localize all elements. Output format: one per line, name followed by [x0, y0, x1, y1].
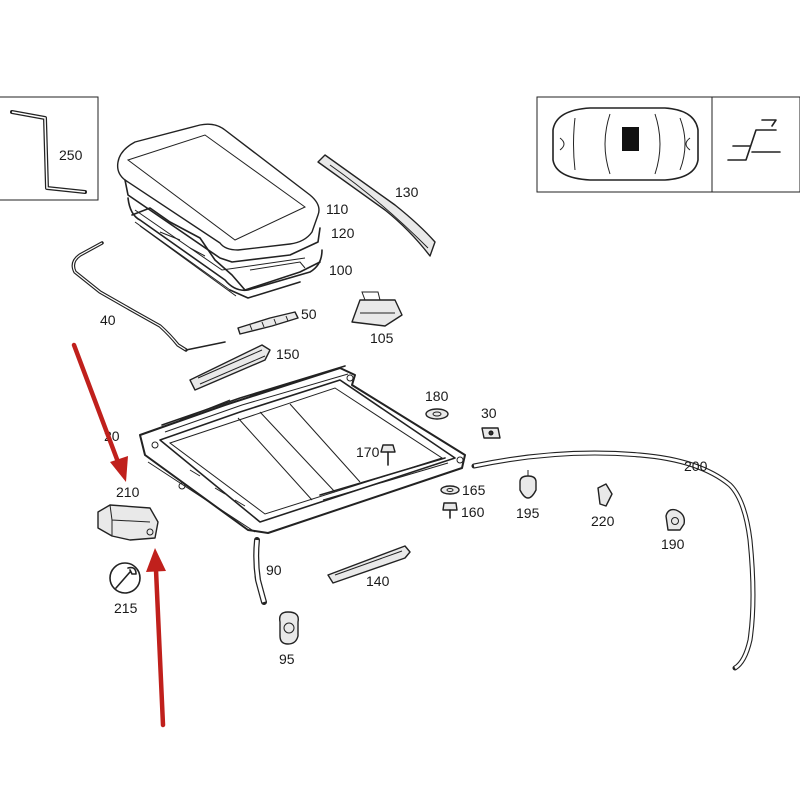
label-180: 180: [425, 388, 449, 404]
label-195: 195: [516, 505, 540, 521]
part-180-washer: 180: [425, 388, 449, 420]
part-170-bolt: 170: [356, 444, 396, 466]
car-top-view-icon: [552, 107, 699, 181]
part-30-nut: 30: [481, 405, 501, 439]
label-140: 140: [366, 573, 390, 589]
part-210-motor: 210: [97, 484, 159, 541]
part-90-hose: 90: [253, 537, 282, 605]
part-250-box: 250: [0, 96, 99, 201]
label-220: 220: [591, 513, 615, 529]
label-95: 95: [279, 651, 295, 667]
label-100: 100: [329, 262, 353, 278]
label-170: 170: [356, 444, 380, 460]
label-215: 215: [114, 600, 138, 616]
label-165: 165: [462, 482, 486, 498]
label-200: 200: [684, 458, 708, 474]
part-140-rail: 140: [327, 545, 411, 589]
label-30: 30: [481, 405, 497, 421]
part-165-washer: 165: [440, 482, 486, 498]
part-215-wrench-icon: 215: [109, 562, 141, 616]
part-95-clip: 95: [278, 611, 299, 667]
part-195-clip: 195: [516, 470, 540, 521]
part-150-rail: 150: [189, 344, 300, 391]
label-250: 250: [59, 147, 83, 163]
label-190: 190: [661, 536, 685, 552]
label-160: 160: [461, 504, 485, 520]
label-50: 50: [301, 306, 317, 322]
part-50-cable: 50: [237, 306, 317, 335]
sunroof-highlight: [622, 127, 639, 151]
part-220-clip: 220: [591, 483, 615, 529]
highlight-arrow-top: [71, 342, 128, 482]
label-120: 120: [331, 225, 355, 241]
label-150: 150: [276, 346, 300, 362]
vehicle-inset: [536, 96, 800, 193]
label-110: 110: [326, 201, 349, 217]
ramp-step-icon: [727, 119, 781, 161]
part-40-seal: 40: [71, 241, 226, 352]
part-105-switch: 105: [351, 291, 403, 346]
sunroof-frame: [139, 365, 466, 534]
label-210: 210: [116, 484, 140, 500]
part-160-bolt: 160: [442, 502, 485, 520]
highlight-arrow-bottom: [146, 548, 166, 728]
glass-panel-assembly: [116, 123, 323, 299]
label-40: 40: [100, 312, 116, 328]
label-90: 90: [266, 562, 282, 578]
part-200-hose: 200: [471, 450, 756, 671]
part-190-clip: 190: [661, 508, 686, 552]
label-105: 105: [370, 330, 394, 346]
part-130-strip: 130: [317, 154, 436, 257]
label-130: 130: [395, 184, 419, 200]
